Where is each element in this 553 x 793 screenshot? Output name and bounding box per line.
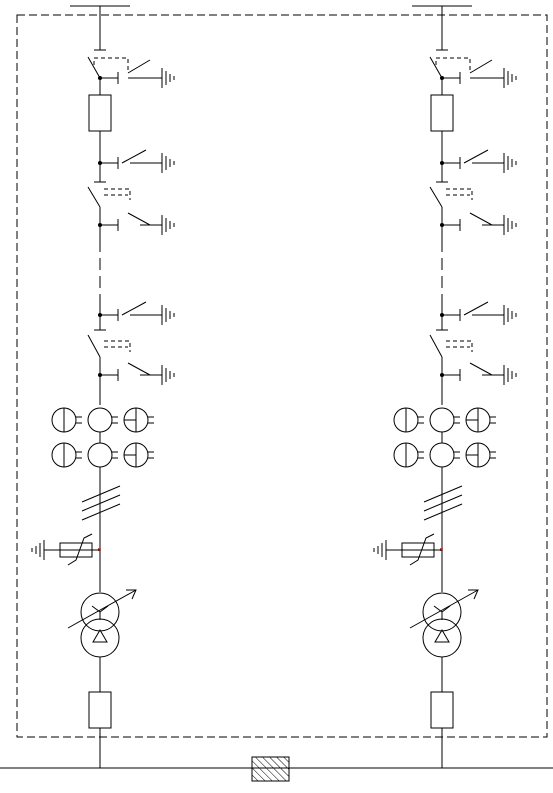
feeder-bay bbox=[31, 5, 175, 768]
feeder-bay-2 bbox=[373, 5, 517, 769]
disconnector-1 bbox=[87, 56, 175, 95]
switchgear-enclosure bbox=[16, 14, 548, 738]
adjust-arrow-icon bbox=[67, 589, 137, 629]
earth-icon bbox=[161, 365, 175, 385]
ct-row-2 bbox=[51, 442, 154, 468]
power-transformer bbox=[67, 589, 137, 658]
earth-icon bbox=[31, 540, 45, 560]
disconnector-2 bbox=[87, 149, 175, 240]
earth-icon bbox=[161, 305, 175, 325]
earth-icon bbox=[161, 68, 175, 88]
current-transformers bbox=[51, 407, 154, 468]
surge-arrester bbox=[31, 533, 101, 566]
bus-coupling-hatched-box bbox=[251, 756, 290, 782]
earth-icon bbox=[161, 215, 175, 235]
fuse-2 bbox=[88, 691, 112, 729]
three-phase-cable-icon bbox=[81, 485, 121, 521]
disconnector-3 bbox=[87, 300, 175, 405]
earth-icon bbox=[161, 153, 175, 173]
fuse-1 bbox=[88, 94, 112, 132]
ct-row-1 bbox=[51, 407, 154, 433]
